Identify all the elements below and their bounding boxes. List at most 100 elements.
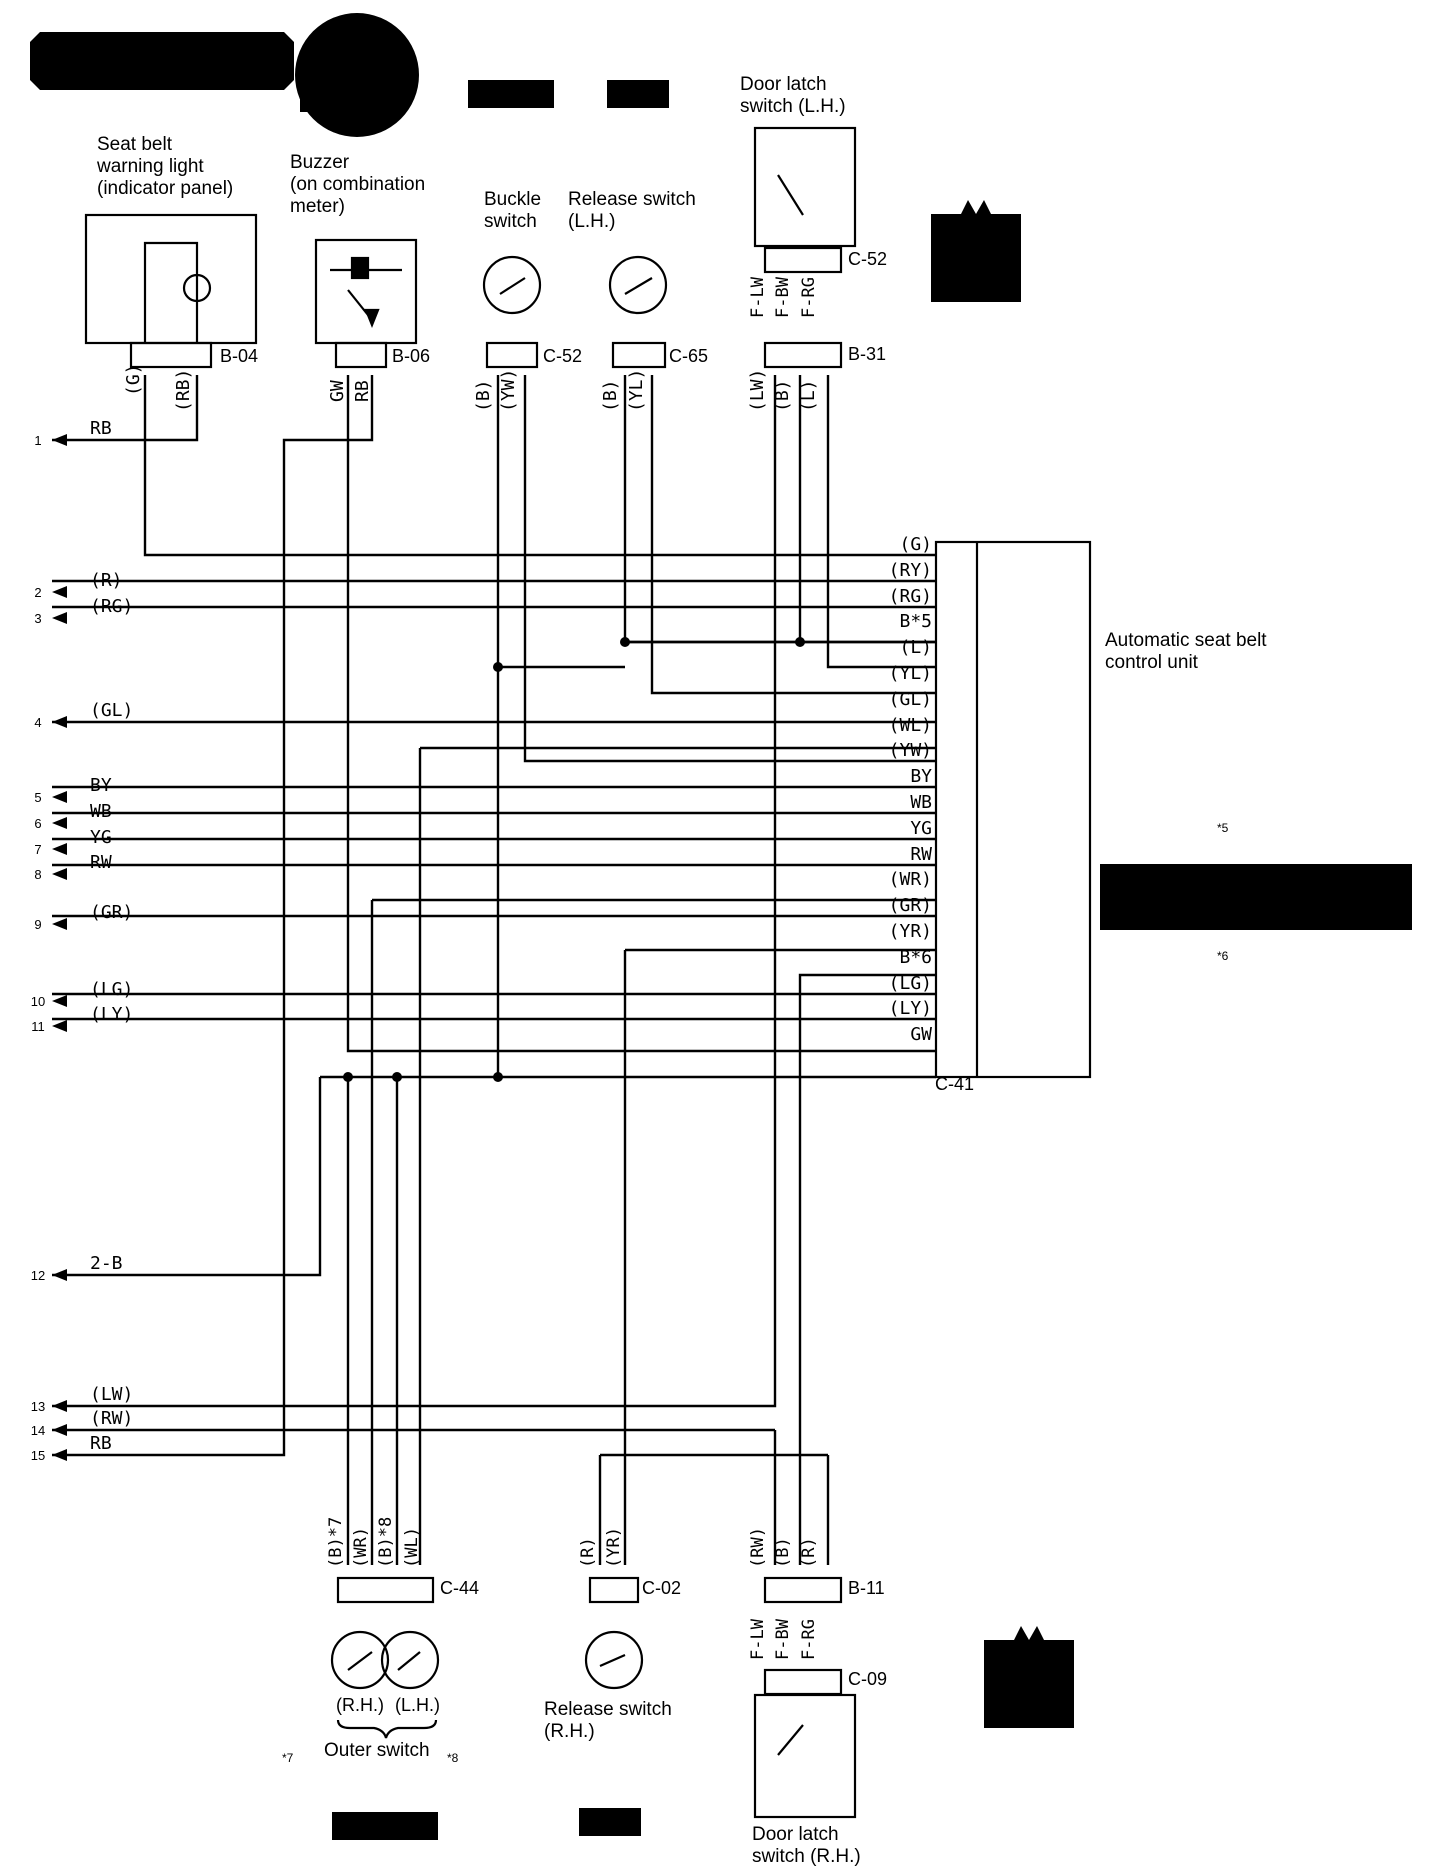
wire-label-b04-g: (G) [123, 363, 144, 396]
control-unit-title-2: control unit [1105, 652, 1199, 673]
terminal-label: (R) [90, 570, 123, 591]
connector-b11: B-11 [848, 1578, 885, 1598]
triangle-pin [994, 1651, 1024, 1681]
terminal-circle [28, 582, 48, 602]
arrow-head [52, 843, 67, 855]
terminal-number: 1 [34, 433, 41, 448]
junction-dot [343, 1072, 353, 1082]
terminal-number: 6 [34, 816, 41, 831]
lamp-icon [182, 273, 212, 303]
pin-label: (YL) [889, 663, 932, 684]
buzzer-coil [350, 256, 370, 280]
outer-switch-side-rh: (R.H.) [336, 1695, 384, 1715]
terminal-number: 10 [31, 994, 45, 1009]
wire-label-dl-lh-lw: (LW) [747, 369, 768, 412]
door-latch-lh-title-2: switch (L.H.) [740, 96, 846, 117]
buzzer-box [314, 238, 418, 345]
buckle-switch-title-2: switch [484, 211, 537, 232]
terminal-label: (RW) [90, 1408, 133, 1429]
terminal-number: 8 [34, 867, 41, 882]
triangle-pin-label: RG [1001, 1660, 1017, 1675]
terminal-number: 3 [34, 611, 41, 626]
pin-label: (LY) [889, 998, 932, 1019]
unit-conn-pin: L [1236, 876, 1244, 892]
terminal-label: (LY) [90, 1004, 133, 1025]
terminal-label: (LW) [90, 1384, 133, 1405]
wire-yw [523, 375, 936, 763]
terminal-number: 12 [31, 1268, 45, 1283]
arrow-head [52, 817, 67, 829]
pin-label: (G) [899, 534, 932, 555]
pin-label: (LG) [889, 973, 932, 994]
release-rh-title-1: Release switch [544, 1699, 672, 1720]
unit-conn-pin: WL [1326, 876, 1343, 892]
pin-label: (YR) [889, 921, 932, 942]
pin-label: YG [910, 818, 932, 839]
release-lh-circle [608, 255, 668, 315]
face-outer-note-8: *8 [447, 1751, 459, 1765]
connector-c09-body [763, 1668, 843, 1696]
outer-switch-brace [336, 1719, 438, 1739]
connector-c44-body [336, 1576, 435, 1604]
release-rh-circle [584, 1630, 644, 1690]
terminal-number: 5 [34, 790, 41, 805]
pin-label: (GL) [889, 689, 932, 710]
triangle-pin [1014, 1687, 1044, 1717]
terminal-label: WB [90, 801, 112, 822]
connector-c02-body [588, 1576, 640, 1604]
unit-conn-pin: L [1299, 876, 1307, 892]
round-cell [357, 40, 369, 52]
pin-label: RW [910, 844, 932, 865]
release-lh-contact [624, 277, 653, 295]
terminal-circle [28, 1016, 48, 1036]
buckle-contact [499, 277, 526, 295]
wire-label-c52-yw: (YW) [498, 369, 519, 412]
release-rh-contact [599, 1653, 626, 1668]
wire-label-dl-rh-b: (B) [773, 1537, 793, 1568]
warning-light-title-2: warning light [96, 156, 204, 177]
outer-switch-side-lh: (L.H.) [395, 1695, 440, 1715]
connector-b04: B-04 [220, 346, 258, 366]
triangle-pin [941, 225, 971, 255]
connector-c52-buckle-body [485, 341, 539, 369]
unit-conn-pin: YL [1263, 876, 1280, 892]
wire-label-c02-r: (R) [578, 1537, 598, 1568]
warning-light-title-1: Seat belt [97, 134, 173, 155]
pin-label: B*6 [899, 947, 932, 968]
terminal-circle [28, 1420, 48, 1440]
unit-conn-pin: YW [1357, 876, 1374, 892]
terminal-circle [28, 914, 48, 934]
outer-lh-contact [397, 1651, 421, 1671]
terminal-set: 1RB2(R)3(RG)4(GL)5BY6WB7YG8RW9(GR)10(LG)… [28, 418, 133, 1465]
control-unit-box [934, 540, 1092, 1079]
unit-conn-pin: B [1205, 876, 1213, 892]
unit-conn-pin: G [1111, 876, 1119, 892]
terminal-circle [28, 813, 48, 833]
buckle-switch-circle [482, 255, 542, 315]
round-cell [318, 40, 330, 52]
connector-b06: B-06 [392, 346, 430, 366]
pin-label: B*5 [899, 611, 932, 632]
outer-switch-lh [380, 1630, 440, 1690]
door-latch-rh-title-2: switch (R.H.) [752, 1846, 861, 1866]
terminal-number: 7 [34, 842, 41, 857]
wire-label-b06-rb: RB [352, 380, 373, 402]
wire-2b [52, 1077, 322, 1277]
unit-conn-pin: GW [1107, 909, 1124, 925]
triangle-pin-label: BW [968, 270, 984, 285]
note-leader [330, 1770, 341, 1810]
terminal-label: (RG) [90, 596, 133, 617]
connector-c41: C-41 [935, 1074, 974, 1094]
terminal-label: RW [90, 852, 112, 873]
terminal-label: RB [90, 418, 112, 439]
wire-label-dl-rh-r: (R) [799, 1537, 819, 1568]
terminal-circle [28, 787, 48, 807]
connector-b31-body [763, 341, 843, 369]
arrow-head [52, 995, 67, 1007]
arrow-head [52, 1020, 67, 1032]
wire-label-c44-wr: (WR) [351, 1527, 371, 1568]
wire-lw [52, 375, 777, 1408]
triangle-pin-label: BW [1021, 1696, 1037, 1711]
connector-c65: C-65 [669, 346, 708, 366]
